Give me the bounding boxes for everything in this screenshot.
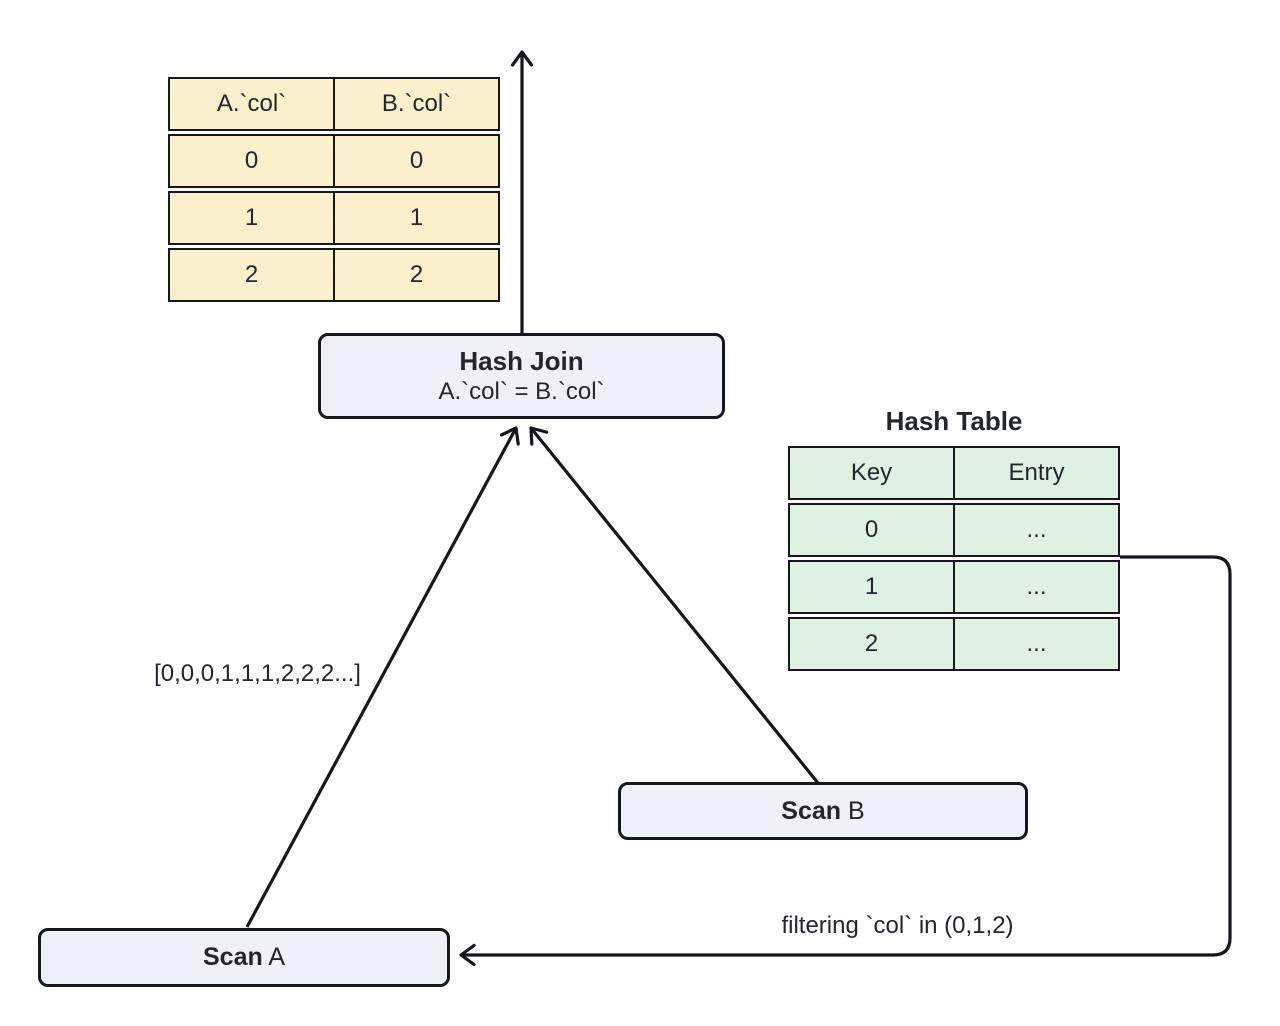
result-table-header-row: A.`col` B.`col` (168, 77, 500, 131)
edge-hashtable-to-scan-a (459, 555, 1232, 967)
scan-a-label: Scan A (203, 943, 285, 972)
hash-table: Key Entry 0 ... 1 ... 2 ... (788, 446, 1120, 671)
scan-b-node: Scan B (618, 782, 1028, 840)
scan-b-label-target: B (841, 796, 865, 825)
result-cell: 2 (333, 250, 498, 300)
hash-join-title: Hash Join (459, 345, 584, 376)
hash-cell: ... (953, 505, 1118, 555)
table-row: 1 ... (788, 560, 1120, 614)
result-cell: 1 (333, 193, 498, 243)
table-row: 0 0 (168, 134, 500, 188)
result-table-header-a-col: A.`col` (216, 90, 287, 117)
hash-join-node: Hash Join A.`col` = B.`col` (318, 333, 725, 419)
table-row: 2 ... (788, 617, 1120, 671)
hash-cell: ... (953, 619, 1118, 669)
scan-a-label-bold: Scan (202, 943, 263, 971)
result-cell: 2 (244, 261, 259, 288)
hash-table-header-row: Key Entry (788, 446, 1120, 500)
hash-cell: 0 (864, 516, 879, 543)
hash-cell: 2 (864, 630, 879, 657)
edge-scan-a-to-join (245, 426, 520, 928)
scan-a-label-target: A (262, 943, 285, 971)
filter-pushdown-label: filtering `col` in (0,1,2) (781, 912, 1014, 939)
build-stream-label: [0,0,0,1,1,1,2,2,2...] (154, 660, 361, 687)
scan-b-label-bold: Scan (781, 796, 842, 825)
result-table-header-b-col: B.`col` (333, 79, 498, 129)
table-row: 1 1 (168, 191, 500, 245)
scan-a-node: Scan A (38, 928, 450, 987)
hash-table-title: Hash Table (885, 406, 1023, 436)
result-cell: 0 (244, 147, 259, 174)
hash-cell: 1 (864, 573, 879, 600)
table-row: 0 ... (788, 503, 1120, 557)
hash-table-header-key: Key (850, 459, 893, 486)
result-table: A.`col` B.`col` 0 0 1 1 2 2 (168, 77, 500, 302)
result-cell: 0 (333, 136, 498, 186)
result-cell: 1 (244, 204, 259, 231)
scan-b-label: Scan B (781, 797, 864, 826)
table-row: 2 2 (168, 248, 500, 302)
hash-join-condition: A.`col` = B.`col` (438, 378, 605, 406)
hash-cell: ... (953, 562, 1118, 612)
hash-table-header-entry: Entry (953, 448, 1118, 498)
edge-scan-b-to-join (529, 426, 820, 785)
